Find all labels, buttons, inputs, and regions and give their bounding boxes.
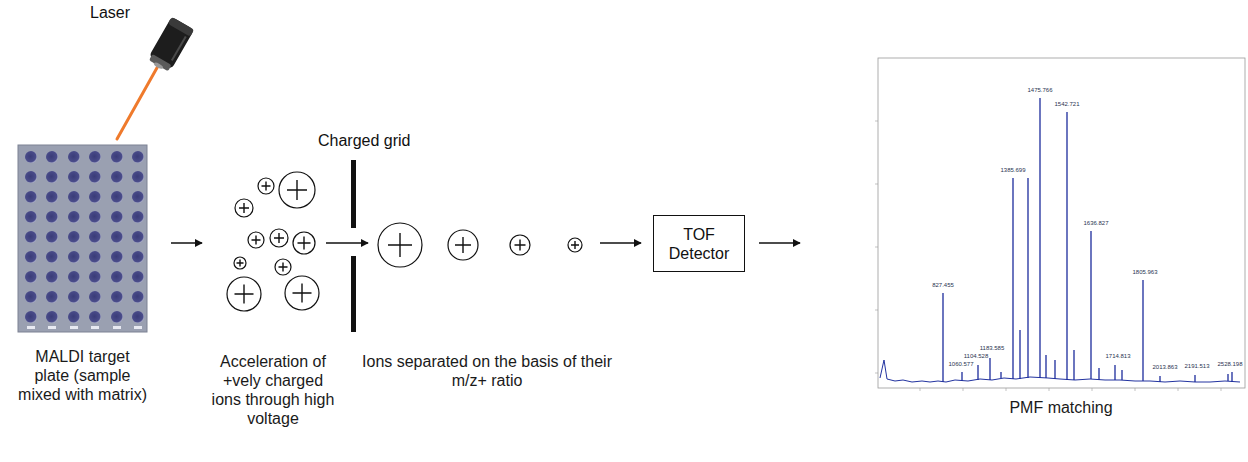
laser-body (146, 17, 194, 74)
peak-label: 1385.699 (1000, 167, 1025, 174)
ion-cluster (227, 172, 319, 311)
peak-label: 1542.721 (1054, 101, 1079, 108)
maldi-target-plate (18, 145, 147, 332)
caption-text: Acceleration of +vely charged ions throu… (210, 352, 336, 428)
caption-text: MALDI target plate (sample mixed with ma… (17, 347, 148, 404)
peak-label: 2013.863 (1152, 364, 1177, 371)
laser-beam (117, 66, 158, 139)
separated-ions (378, 223, 582, 267)
flow-arrow (171, 242, 202, 244)
mass-spectrum (875, 58, 1245, 391)
flow-arrow (600, 242, 641, 244)
caption-text: Ions separated on the basis of their m/z… (358, 352, 616, 390)
peak-label: 1183.585 (980, 345, 1005, 352)
ion-acceleration: Acceleration of +vely charged ions throu… (222, 166, 324, 312)
target-plate: MALDI target plate (sample mixed with ma… (18, 145, 147, 332)
charged-grid (351, 160, 356, 332)
peak-label: 1060.577 (948, 361, 973, 368)
ion-separation: Ions separated on the basis of their m/z… (376, 220, 598, 270)
peak-label: 2191.513 (1184, 363, 1209, 370)
peak-label: 1104.528 (964, 353, 989, 360)
box-text: TOF Detector (666, 225, 732, 263)
peak-label: 827.455 (932, 282, 954, 289)
peak-label: 1475.766 (1027, 87, 1052, 94)
grid-label: Charged grid (318, 131, 411, 150)
flow-arrow (326, 242, 368, 244)
caption-text: PMF matching (961, 398, 1161, 417)
peak-label: 1636.827 (1083, 220, 1108, 227)
laser-label: Laser (90, 3, 130, 22)
plus-signs (235, 180, 312, 304)
process-box: TOF Detector (653, 215, 745, 272)
peak-label: 1714.813 (1105, 353, 1130, 360)
peak-label: 2528.198 (1217, 361, 1242, 368)
plus-signs (388, 233, 579, 257)
peak-label: 1805.963 (1132, 269, 1157, 276)
flow-arrow (759, 242, 800, 244)
